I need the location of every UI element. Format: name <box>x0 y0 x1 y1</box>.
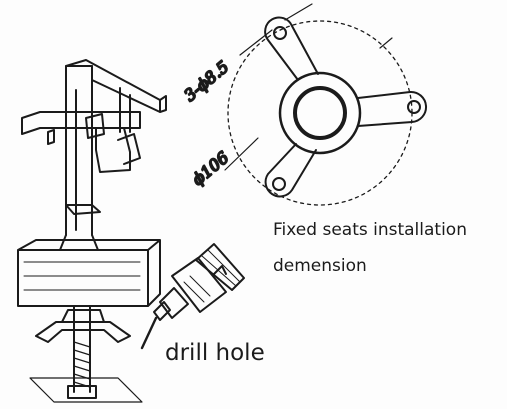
drill-bit <box>140 316 158 350</box>
faucet-handle-knob <box>47 113 105 145</box>
drill-trigger <box>213 265 227 275</box>
faucet-spout <box>65 59 167 113</box>
mount-hole-top <box>273 26 287 40</box>
mount-hole-right <box>407 100 421 114</box>
hole-callout: 3-ϕ8.5 <box>180 57 232 105</box>
pillar-through-slab <box>59 234 99 251</box>
mount-arm-right <box>357 90 428 127</box>
faucet-assembly <box>17 59 167 403</box>
fixed-seat-plan-view: 3-ϕ8.5 ϕ106 <box>179 3 428 206</box>
diameter-arrow <box>379 37 393 49</box>
floor-plate <box>29 377 143 403</box>
counter-hatch <box>23 261 141 291</box>
rod-nut <box>67 385 97 399</box>
rod-threads <box>73 341 91 388</box>
hole-leader <box>239 29 273 56</box>
drill-chuck <box>153 287 189 321</box>
drill-grip-lines <box>201 249 241 287</box>
mount-arm-top <box>264 16 319 81</box>
faucet-pillar <box>65 65 93 236</box>
pillar-collar <box>65 204 101 215</box>
lower-fixed-seat <box>35 309 131 343</box>
drill-body <box>171 257 227 313</box>
hub-inner <box>293 86 347 140</box>
caption-line-2: demension <box>273 256 367 276</box>
counter-slab <box>17 239 161 307</box>
faucet-valve-body <box>95 127 141 173</box>
faucet-downtube <box>119 87 131 133</box>
drill-vent <box>183 275 211 303</box>
hole-leader-tick <box>284 3 313 21</box>
bolt-circle <box>227 20 413 206</box>
faucet-handle-bar <box>21 111 141 135</box>
drill-hole-label: drill hole <box>165 340 265 366</box>
mount-hole-bottom <box>272 177 286 191</box>
caption-line-1: Fixed seats installation <box>273 220 467 240</box>
mount-arm-bottom <box>264 143 317 198</box>
threaded-rod <box>73 305 91 393</box>
electric-drill <box>140 243 245 350</box>
hub-outer <box>278 71 362 155</box>
diameter-leader <box>224 137 259 171</box>
drill-grip <box>195 243 245 291</box>
